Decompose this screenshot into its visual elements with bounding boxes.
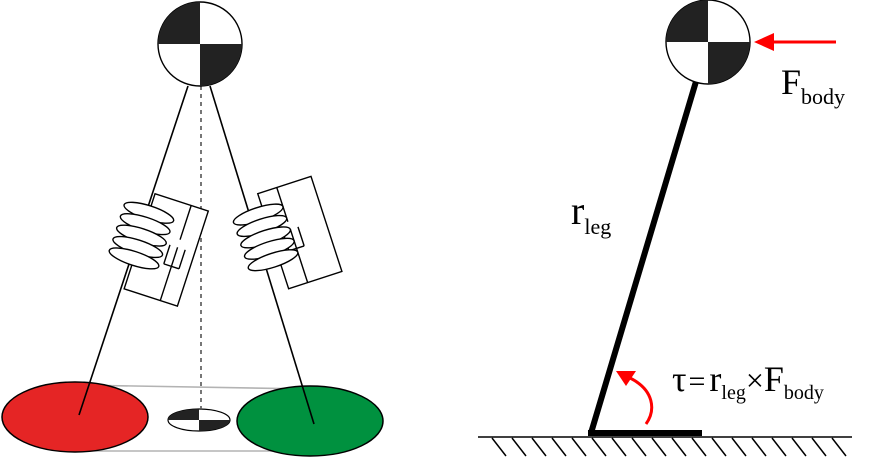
tau-symbol: τ — [672, 359, 686, 399]
leg-label-sub: leg — [584, 214, 611, 239]
ground-hatching — [491, 437, 847, 457]
hatch-mark — [491, 437, 507, 457]
force-label: Fbody — [781, 62, 845, 109]
hatch-mark — [791, 437, 807, 457]
leg-length-label: rleg — [571, 188, 611, 239]
eq-r: r — [709, 359, 721, 399]
hatch-mark — [771, 437, 787, 457]
hatch-mark — [531, 437, 547, 457]
hatch-mark — [631, 437, 647, 457]
ground-com-marker — [167, 408, 231, 432]
hatch-mark — [611, 437, 627, 457]
force-label-base: F — [781, 62, 801, 102]
hatch-mark — [751, 437, 767, 457]
right-spring-coils — [232, 203, 299, 272]
hatch-mark — [731, 437, 747, 457]
right-spring-damper — [232, 175, 343, 290]
eq-f: F — [764, 359, 784, 399]
hatch-mark — [571, 437, 587, 457]
body-com-marker-right — [665, 0, 751, 85]
left-spring-damper — [108, 192, 210, 308]
leg-line — [588, 47, 709, 434]
eq-f-sub: body — [784, 382, 824, 404]
force-arrow — [754, 33, 836, 51]
eq-r-sub: leg — [721, 382, 745, 404]
left-spring-coils — [108, 201, 175, 270]
hatch-mark — [591, 437, 607, 457]
hatch-mark — [711, 437, 727, 457]
left-foot — [1, 381, 149, 453]
hatch-mark — [671, 437, 687, 457]
hatch-mark — [831, 437, 847, 457]
hatch-mark — [551, 437, 567, 457]
hatch-mark — [511, 437, 527, 457]
body-com-marker — [157, 1, 243, 87]
hatch-mark — [691, 437, 707, 457]
leg-label-base: r — [571, 188, 584, 233]
equals-sign: = — [688, 365, 705, 398]
force-label-sub: body — [801, 84, 845, 109]
left-figure — [1, 1, 384, 457]
ground — [478, 436, 852, 457]
hatch-mark — [651, 437, 667, 457]
hatch-mark — [811, 437, 827, 457]
right-figure: Fbody rleg τ=rleg×Fbody — [478, 0, 852, 457]
torque-equation: τ=rleg×Fbody — [672, 359, 824, 404]
times-sign: × — [746, 362, 764, 398]
right-foot — [236, 385, 384, 457]
torque-arrow — [616, 371, 654, 425]
